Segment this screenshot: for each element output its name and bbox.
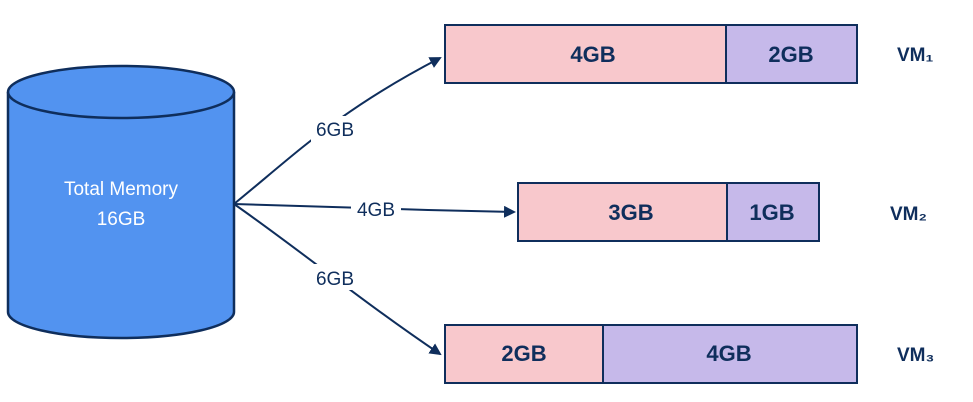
vm1-free-label: 2GB — [768, 42, 813, 67]
vm2-used-segment — [517, 182, 728, 242]
database-label-line1: Total Memory — [64, 179, 179, 200]
vm2-name: VM₂ — [890, 204, 927, 225]
vm3-name: VM₃ — [897, 345, 934, 366]
vm2-used-label: 3GB — [608, 200, 653, 225]
vm3-used-label: 2GB — [501, 341, 546, 366]
vm2-free-segment — [726, 182, 820, 242]
vm1-used-label: 4GB — [570, 42, 615, 67]
database-label-line2: 16GB — [97, 209, 146, 230]
vm3-free-label: 4GB — [706, 341, 751, 366]
vm1-memory-bar: 4GB 2GB — [444, 24, 858, 84]
arrow-label-vm3: 6GB — [316, 269, 354, 290]
vm1-free-segment — [725, 24, 858, 84]
vm2-memory-bar: 3GB 1GB — [517, 182, 820, 242]
total-memory-database: Total Memory 16GB — [6, 64, 236, 340]
database-top — [6, 64, 236, 120]
vm3-memory-bar: 2GB 4GB — [444, 324, 858, 384]
vm1-name: VM₁ — [897, 45, 934, 66]
vm3-free-segment — [602, 324, 858, 384]
arrow-label-vm1: 6GB — [316, 120, 354, 141]
arrow-label-vm2: 4GB — [357, 200, 395, 221]
vm3-used-segment — [444, 324, 604, 384]
vm2-free-label: 1GB — [749, 200, 794, 225]
database-body — [6, 92, 236, 340]
